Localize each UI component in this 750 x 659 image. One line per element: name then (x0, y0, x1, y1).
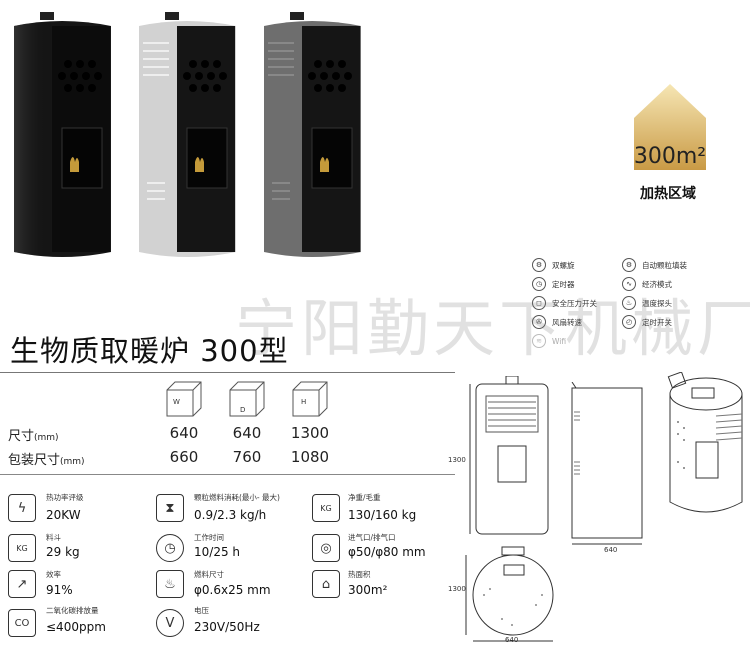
spec-label: 效率 (46, 570, 61, 579)
hourglass-icon: ⧗ (156, 494, 184, 522)
pressure-switch-icon: ◻ (532, 296, 546, 310)
voltage-icon: V (156, 609, 184, 637)
feature-wifi: ≋Wifi (532, 334, 566, 348)
svg-text:H: H (301, 398, 306, 406)
pack-width: 660 (169, 448, 199, 466)
table-divider (0, 474, 455, 475)
feature-eco-mode: ∿经济模式 (622, 277, 672, 291)
pack-height: 1080 (290, 448, 330, 466)
twin-screw-icon: ⚙ (532, 258, 546, 272)
timer-switch-icon: ◴ (622, 315, 636, 329)
size-width: 640 (169, 424, 199, 442)
size-row-label: 尺寸(mm) (8, 429, 59, 444)
svg-text:W: W (173, 398, 180, 406)
wifi-icon: ≋ (532, 334, 546, 348)
front-height-label: 1300 (448, 456, 466, 464)
spec-label: 工作时间 (194, 533, 224, 542)
spec-label: 燃料尺寸 (194, 570, 224, 579)
spec-label: 热面积 (348, 570, 371, 579)
spec-label: 二氧化碳排放量 (46, 606, 99, 615)
spec-value: ≤400ppm (46, 620, 106, 634)
spec-value: 0.9/2.3 kg/h (194, 508, 267, 522)
power-icon: ϟ (8, 494, 36, 522)
heating-area-label: 加热区域 (640, 186, 696, 202)
stove-silver-image (135, 12, 240, 260)
width-cube-icon: W (165, 380, 203, 418)
clock-icon: ◷ (156, 534, 184, 562)
spec-label: 净重/毛重 (348, 493, 381, 502)
top-view-drawing (462, 545, 562, 649)
auto-feed-icon: ⚙ (622, 258, 636, 272)
svg-text:D: D (240, 406, 245, 414)
front-view-drawing (462, 375, 562, 550)
house-icon (634, 84, 706, 170)
eco-mode-icon: ∿ (622, 277, 636, 291)
size-height: 1300 (290, 424, 330, 442)
co-icon: CO (8, 609, 36, 637)
spec-value: 300m² (348, 583, 388, 597)
perspective-drawing (662, 371, 748, 526)
feature-timer: ◷定时器 (532, 277, 575, 291)
watermark: 宁阳勤天下机械厂 (235, 292, 750, 365)
feature-temperature-probe: ♨温度探头 (622, 296, 672, 310)
title-divider (0, 372, 455, 373)
hopper-icon: KG (8, 534, 36, 562)
top-width-label: 640 (505, 636, 519, 644)
timer-icon: ◷ (532, 277, 546, 291)
spec-label: 电压 (194, 606, 209, 615)
spec-label: 热功率评级 (46, 493, 84, 502)
efficiency-icon: ↗ (8, 570, 36, 598)
spec-value: φ50/φ80 mm (348, 545, 426, 559)
page-title: 生物质取暖炉 300型 (10, 334, 289, 368)
size-depth: 640 (232, 424, 262, 442)
feature-pressure-switch: ◻安全压力开关 (532, 296, 597, 310)
spec-value: 20KW (46, 508, 81, 522)
spec-value: 10/25 h (194, 545, 241, 559)
house-icon: ⌂ (312, 570, 340, 598)
top-height-label: 1300 (448, 585, 466, 593)
front-width-label: 640 (604, 546, 618, 554)
feature-twin-screw: ⚙双螺旋 (532, 258, 575, 272)
depth-cube-icon: D (228, 380, 266, 418)
spec-value: 29 kg (46, 545, 80, 559)
side-view-drawing (566, 381, 646, 556)
spec-value: φ0.6x25 mm (194, 583, 271, 597)
pack-row-label: 包装尺寸(mm) (8, 453, 85, 468)
weight-icon: KG (312, 494, 340, 522)
spec-label: 料斗 (46, 533, 61, 542)
feature-timer-switch: ◴定时开关 (622, 315, 672, 329)
spec-label: 进气口/排气口 (348, 533, 396, 542)
vent-icon: ◎ (312, 534, 340, 562)
heating-area-house: 300m² (632, 82, 708, 172)
temperature-probe-icon: ♨ (622, 296, 636, 310)
spec-value: 230V/50Hz (194, 620, 260, 634)
stove-grey-image (260, 12, 365, 260)
heating-area-value: 300m² (633, 144, 707, 169)
stove-black-image (10, 12, 115, 260)
spec-value: 91% (46, 583, 73, 597)
spec-value: 130/160 kg (348, 508, 417, 522)
fan-speed-icon: ✇ (532, 315, 546, 329)
feature-auto-feed: ⚙自动颗粒填装 (622, 258, 687, 272)
spec-label: 颗粒燃料消耗(最小- 最大) (194, 493, 280, 502)
pack-depth: 760 (232, 448, 262, 466)
flame-icon: ♨ (156, 570, 184, 598)
feature-fan-speed: ✇风扇转速 (532, 315, 582, 329)
height-cube-icon: H (291, 380, 329, 418)
